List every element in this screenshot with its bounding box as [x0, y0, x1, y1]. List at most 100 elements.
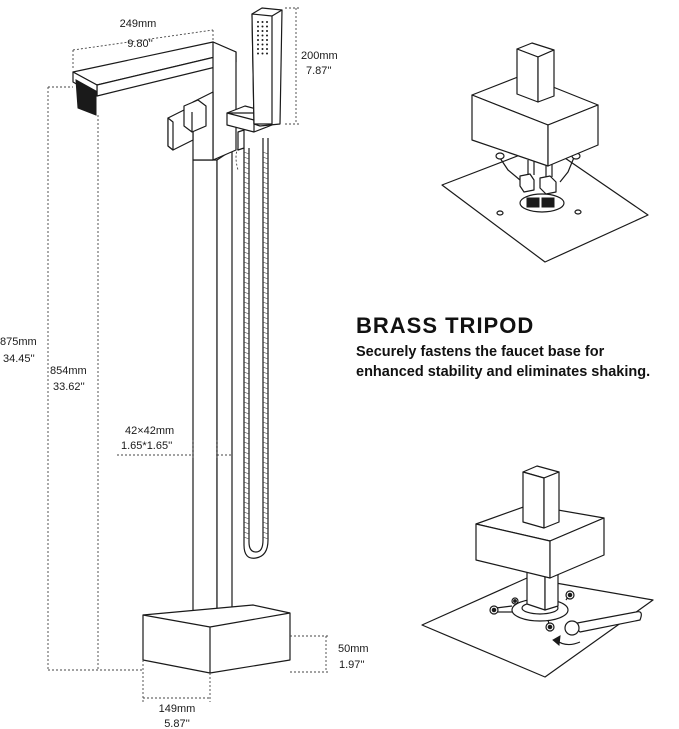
- hose-rib: [262, 471, 269, 475]
- total-height-mm: 875mm: [0, 336, 37, 348]
- hose-rib: [262, 376, 269, 380]
- hose-rib: [262, 326, 269, 330]
- hose-rib: [243, 176, 250, 180]
- hose-rib: [243, 401, 250, 405]
- hose-rib: [243, 481, 250, 485]
- hose-rib: [262, 321, 269, 325]
- hose-rib: [243, 156, 250, 160]
- spout-width-inch: 9.80'': [127, 38, 153, 50]
- hose-rib: [262, 256, 269, 260]
- hose-rib: [262, 271, 269, 275]
- hose-rib: [262, 251, 269, 255]
- hose-rib: [243, 371, 250, 375]
- hose-rib: [243, 426, 250, 430]
- hose-rib: [243, 456, 250, 460]
- hose-rib: [262, 466, 269, 470]
- hose-rib: [243, 181, 250, 185]
- total-height-inch: 34.45'': [3, 353, 35, 365]
- hose-rib: [243, 516, 250, 520]
- hose-rib: [243, 281, 250, 285]
- nozzle-dot: [261, 43, 264, 46]
- hose-rib: [243, 316, 250, 320]
- hose-rib: [243, 446, 250, 450]
- hose-rib: [243, 321, 250, 325]
- hose-rib: [243, 271, 250, 275]
- hose-rib: [243, 351, 250, 355]
- hose-rib: [243, 226, 250, 230]
- base-height-mm: 50mm: [338, 643, 369, 655]
- hose-rib: [262, 371, 269, 375]
- hose-rib: [262, 301, 269, 305]
- hose-rib: [243, 221, 250, 225]
- hose-rib: [262, 246, 269, 250]
- spray-nozzles: [257, 21, 268, 55]
- hose-rib: [262, 411, 269, 415]
- feature-callout: BRASS TRIPOD Securely fastens the faucet…: [356, 313, 650, 380]
- hose-rib: [243, 531, 250, 535]
- hose-rib: [243, 201, 250, 205]
- hose-rib: [262, 206, 269, 210]
- hose-rib: [243, 466, 250, 470]
- hose-rib: [243, 381, 250, 385]
- hose-rib: [243, 536, 250, 540]
- hose-rib: [262, 316, 269, 320]
- nozzle-dot: [257, 21, 259, 23]
- hose-rib: [243, 241, 250, 245]
- hose-rib: [262, 266, 269, 270]
- hose-rib: [262, 396, 269, 400]
- nozzle-dot: [266, 30, 268, 32]
- nozzle-dot: [266, 43, 268, 46]
- hose-rib: [243, 486, 250, 490]
- hose-rib: [262, 186, 269, 190]
- hose-rib: [262, 401, 269, 405]
- hose-rib: [262, 476, 269, 480]
- hose-rib: [243, 396, 250, 400]
- hose-rib: [262, 521, 269, 525]
- hose-rib: [262, 406, 269, 410]
- hose-rib: [243, 366, 250, 370]
- hose-rib: [262, 481, 269, 485]
- hose-rib: [243, 236, 250, 240]
- dimension-labels: 249mm 9.80'' 200mm 7.87'' 875mm 34.45'' …: [0, 18, 369, 729]
- nozzle-dot: [266, 25, 268, 28]
- nozzle-dot: [261, 30, 264, 32]
- hose-rib: [262, 391, 269, 395]
- base-width-mm: 149mm: [159, 703, 196, 715]
- shower-hose: [235, 138, 269, 559]
- hose-rib: [243, 346, 250, 350]
- hose-rib: [243, 311, 250, 315]
- hose-rib: [262, 536, 269, 540]
- hose-rib: [262, 451, 269, 455]
- hose-rib: [262, 491, 269, 495]
- column-section-mm: 42×42mm: [125, 425, 174, 437]
- nozzle-dot: [261, 25, 264, 28]
- hose-rib: [243, 161, 250, 165]
- hose-rib: [262, 181, 269, 185]
- hose-rib: [262, 276, 269, 280]
- hose-rib: [243, 521, 250, 525]
- hose-rib: [243, 501, 250, 505]
- hose-rib: [262, 526, 269, 530]
- hose-rib: [243, 451, 250, 455]
- hose-rib: [243, 441, 250, 445]
- hose-rib: [243, 286, 250, 290]
- hose-rib: [262, 286, 269, 290]
- hose-rib: [243, 526, 250, 530]
- hose-rib: [262, 211, 269, 215]
- waterfall-spout: [72, 41, 237, 161]
- hose-rib: [262, 291, 269, 295]
- hose-rib: [243, 171, 250, 175]
- hose-rib: [243, 376, 250, 380]
- hose-rib: [262, 191, 269, 195]
- nozzle-dot: [266, 52, 268, 55]
- hose-rib: [243, 436, 250, 440]
- hose-rib: [243, 496, 250, 500]
- hose-rib: [243, 336, 250, 340]
- faucet-drawing: [72, 7, 291, 674]
- hose-rib: [262, 511, 269, 515]
- hose-rib: [243, 306, 250, 310]
- hose-rib: [243, 261, 250, 265]
- nozzle-dot: [257, 52, 259, 55]
- feature-description-line2: enhanced stability and eliminates shakin…: [356, 364, 650, 380]
- hose-rib: [243, 406, 250, 410]
